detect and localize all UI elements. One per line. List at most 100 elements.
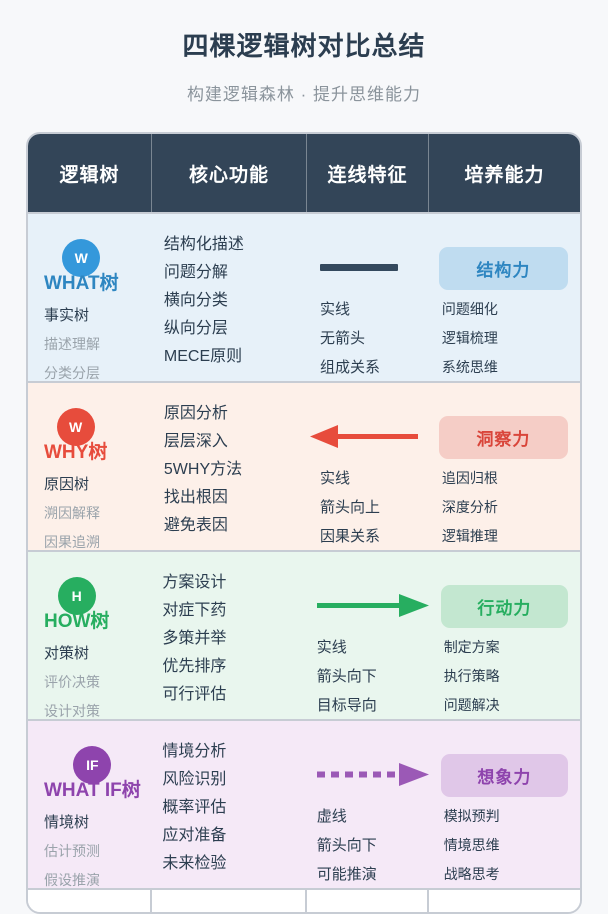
function-item: 找出根因: [163, 489, 228, 506]
function-item: 优先排序: [162, 658, 227, 675]
ability-item: 模拟预判: [443, 808, 500, 824]
function-item: 纵向分层: [163, 320, 228, 337]
ability-item: 追因归根: [441, 470, 498, 486]
function-item: 结构化描述: [163, 236, 244, 253]
function-item: MECE原则: [163, 348, 243, 365]
table-header-row: 逻辑树 核心功能 连线特征 培养能力: [28, 134, 580, 212]
column-header-ability: 培养能力: [464, 164, 545, 186]
why-tree-desc: 因果追溯: [44, 534, 100, 550]
function-item: 情境分析: [162, 743, 227, 760]
what-if-ability-cell: 想象力 模拟预判 情境思维 战略思考: [431, 721, 580, 890]
ability-item: 情境思维: [443, 837, 500, 853]
what-tree-letter-badge: W: [62, 239, 101, 277]
how-ability-cell: 行动力 制定方案 执行策略 问题解决: [431, 552, 580, 721]
page-title: 四棵逻辑树对比总结: [182, 31, 426, 61]
what-if-line-cell: 虚线 箭头向下 可能推演: [304, 721, 431, 890]
footer-cell: [429, 890, 580, 912]
line-label: 目标导向: [316, 697, 377, 714]
what-if-functions-cell: 情境分析 风险识别 概率评估 应对准备 未来检验: [150, 721, 303, 890]
function-item: 方案设计: [162, 574, 227, 591]
function-item: 未来检验: [162, 855, 227, 872]
ability-item: 战略思考: [443, 866, 500, 882]
what-tree-name: WHAT树: [44, 273, 119, 294]
what-if-tree-desc: 假设推演: [44, 872, 100, 888]
row-how-tree: H HOW树 对策树 评价决策 设计对策 方案设计 对症下药 多策并举 优先排序…: [28, 550, 580, 719]
how-tree-name: HOW树: [44, 611, 110, 632]
how-tree-desc: 设计对策: [44, 703, 100, 719]
what-if-tree-letter-badge: IF: [73, 746, 112, 784]
function-item: 原因分析: [163, 405, 228, 422]
ability-badge: 行动力: [440, 585, 568, 628]
line-label: 可能推演: [316, 866, 377, 883]
why-line-cell: 实线 箭头向上 因果关系: [307, 383, 429, 552]
row-why-tree: W WHY树 原因树 溯因解释 因果追溯 原因分析 层层深入 5WHY方法 找出…: [28, 381, 580, 550]
function-item: 层层深入: [163, 433, 228, 450]
function-item: 概率评估: [162, 799, 227, 816]
line-label: 虚线: [316, 808, 347, 825]
row-what-if-tree: IF WHAT IF树 情境树 估计预测 假设推演 情境分析 风险识别 概率评估…: [28, 719, 580, 888]
solid-line-graphic: [320, 264, 399, 271]
function-item: 应对准备: [162, 827, 227, 844]
line-label: 无箭头: [320, 330, 366, 347]
line-label: 实线: [320, 470, 351, 487]
function-item: 多策并举: [162, 630, 227, 647]
ability-item: 逻辑推理: [441, 528, 498, 544]
what-tree-desc: 分类分层: [44, 365, 100, 381]
page-subtitle: 构建逻辑森林 · 提升思维能力: [186, 85, 422, 104]
how-tree-alias: 对策树: [44, 645, 90, 662]
function-item: 5WHY方法: [163, 461, 243, 478]
ability-item: 问题细化: [441, 301, 498, 317]
ability-item: 深度分析: [441, 499, 498, 515]
footer-cell: [152, 890, 308, 912]
what-functions-cell: 结构化描述 问题分解 横向分类 纵向分层 MECE原则: [152, 214, 307, 383]
function-item: 可行评估: [162, 686, 227, 703]
how-line-cell: 实线 箭头向下 目标导向: [304, 552, 431, 721]
why-functions-cell: 原因分析 层层深入 5WHY方法 找出根因 避免表因: [152, 383, 307, 552]
left-arrow-icon: [310, 425, 419, 448]
function-item: 避免表因: [163, 517, 228, 534]
column-header-logic-tree: 逻辑树: [28, 134, 152, 212]
why-tree-desc: 溯因解释: [44, 505, 100, 521]
column-header-core-function: 核心功能: [152, 134, 308, 212]
why-tree-cell: W WHY树 原因树 溯因解释 因果追溯: [28, 383, 152, 552]
what-tree-cell: W WHAT树 事实树 描述理解 分类分层: [28, 214, 152, 383]
table-footer-row: [28, 888, 580, 912]
ability-badge: 洞察力: [438, 416, 568, 459]
line-label: 箭头向下: [316, 668, 377, 685]
comparison-table: 逻辑树 核心功能 连线特征 培养能力 W WHAT树 事实树 描述理解 分类分层…: [26, 132, 582, 914]
ability-item: 系统思维: [441, 359, 498, 375]
right-arrow-icon: [316, 594, 429, 617]
what-if-tree-desc: 估计预测: [44, 843, 100, 859]
page-header: 四棵逻辑树对比总结 构建逻辑森林 · 提升思维能力: [0, 0, 608, 105]
line-label: 实线: [320, 301, 351, 318]
how-tree-desc: 评价决策: [44, 674, 100, 690]
line-label: 实线: [316, 639, 347, 656]
what-if-tree-name: WHAT IF树: [44, 780, 141, 801]
why-tree-name: WHY树: [44, 442, 108, 463]
footer-cell: [28, 890, 152, 912]
why-ability-cell: 洞察力 追因归根 深度分析 逻辑推理: [429, 383, 580, 552]
why-tree-alias: 原因树: [44, 476, 90, 493]
how-tree-letter-badge: H: [57, 577, 96, 615]
row-what-tree: W WHAT树 事实树 描述理解 分类分层 结构化描述 问题分解 横向分类 纵向…: [28, 212, 580, 381]
what-if-tree-alias: 情境树: [44, 814, 90, 831]
what-tree-desc: 描述理解: [44, 336, 100, 352]
function-item: 风险识别: [162, 771, 227, 788]
ability-item: 执行策略: [443, 668, 500, 684]
function-item: 横向分类: [163, 292, 228, 309]
ability-item: 问题解决: [443, 697, 500, 713]
ability-badge: 结构力: [438, 247, 568, 290]
ability-item: 逻辑梳理: [441, 330, 498, 346]
ability-item: 制定方案: [443, 639, 500, 655]
footer-cell: [307, 890, 429, 912]
column-header-line-feature: 连线特征: [307, 134, 429, 212]
how-tree-cell: H HOW树 对策树 评价决策 设计对策: [28, 552, 150, 721]
line-label: 箭头向上: [320, 499, 381, 516]
why-tree-letter-badge: W: [56, 408, 95, 446]
what-line-cell: 实线 无箭头 组成关系: [307, 214, 429, 383]
line-label: 组成关系: [320, 359, 381, 376]
function-item: 问题分解: [163, 264, 228, 281]
what-ability-cell: 结构力 问题细化 逻辑梳理 系统思维: [429, 214, 580, 383]
dashed-right-arrow-icon: [316, 763, 429, 786]
how-functions-cell: 方案设计 对症下药 多策并举 优先排序 可行评估: [150, 552, 303, 721]
